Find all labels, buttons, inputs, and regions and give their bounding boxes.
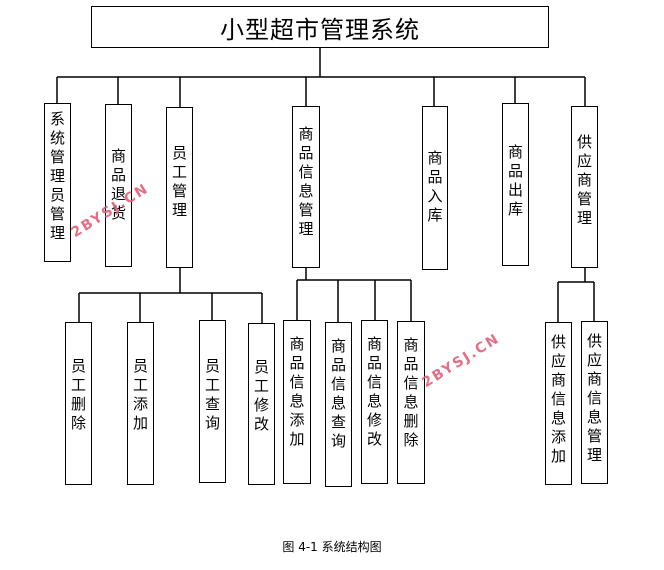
node-product-info-delete: 商品信息删除: [397, 321, 425, 484]
node-supplier-info-management-label: 供应商信息管理: [586, 332, 602, 464]
node-product-info-add-label: 商品信息添加: [289, 335, 305, 448]
node-stock-out-label: 商品出库: [507, 143, 523, 218]
node-employee-query: 员工查询: [199, 320, 226, 483]
node-product-info-delete-label: 商品信息删除: [403, 336, 419, 449]
node-product-info-query: 商品信息查询: [325, 322, 352, 487]
node-employee-delete: 员工删除: [65, 322, 92, 485]
node-product-return: 商品退货: [105, 104, 132, 267]
node-stock-in-label: 商品入库: [427, 149, 443, 224]
node-employee-management: 员工管理: [166, 107, 193, 268]
node-admin-management: 系统管理员管理: [44, 103, 71, 262]
node-product-info-query-label: 商品信息查询: [330, 337, 346, 450]
node-product-info-add: 商品信息添加: [283, 320, 311, 484]
node-supplier-management-label: 供应商管理: [576, 133, 592, 227]
node-product-info-management: 商品信息管理: [292, 106, 320, 268]
node-product-info-modify: 商品信息修改: [361, 320, 388, 484]
node-employee-add-label: 员工添加: [132, 357, 148, 432]
node-stock-out: 商品出库: [502, 103, 529, 266]
node-product-return-label: 商品退货: [110, 147, 126, 222]
root-title: 小型超市管理系统: [220, 15, 420, 44]
node-admin-management-label: 系统管理员管理: [49, 110, 65, 242]
node-employee-query-label: 员工查询: [204, 357, 220, 432]
node-employee-modify-label: 员工修改: [253, 358, 269, 433]
node-supplier-management: 供应商管理: [571, 106, 598, 268]
node-employee-delete-label: 员工删除: [70, 357, 86, 432]
node-product-info-modify-label: 商品信息修改: [366, 335, 382, 448]
root-node: 小型超市管理系统: [91, 6, 549, 48]
node-employee-modify: 员工修改: [248, 323, 275, 485]
node-employee-management-label: 员工管理: [171, 144, 187, 219]
figure-caption: 图 4-1 系统结构图: [282, 540, 382, 554]
node-employee-add: 员工添加: [127, 322, 154, 485]
node-supplier-info-add-label: 供应商信息添加: [550, 333, 566, 465]
node-product-info-management-label: 商品信息管理: [298, 125, 314, 238]
node-supplier-info-management: 供应商信息管理: [581, 321, 608, 484]
node-supplier-info-add: 供应商信息添加: [545, 322, 572, 485]
node-stock-in: 商品入库: [422, 106, 448, 270]
